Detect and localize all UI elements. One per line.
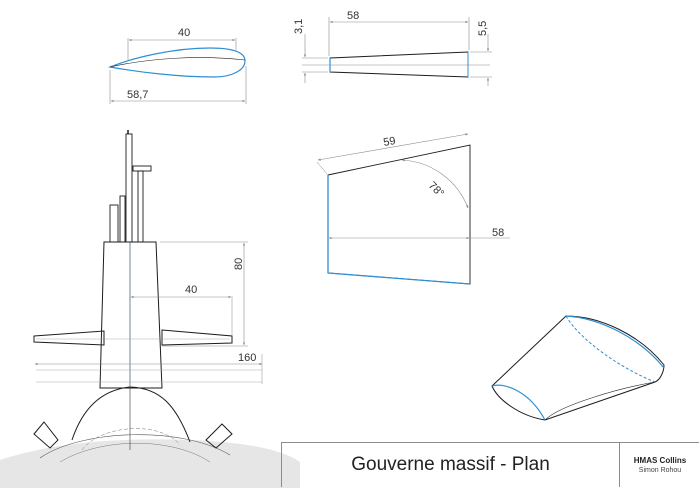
snorkel-mast bbox=[109, 204, 119, 243]
dimension-label-58-top: 58 bbox=[347, 10, 359, 22]
title-block: Gouverne massif - Plan HMAS Collins Simo… bbox=[281, 442, 699, 487]
antenna-mast bbox=[132, 165, 152, 172]
sail-body bbox=[99, 241, 163, 389]
iso-rudder-outline bbox=[491, 315, 665, 421]
project-name: HMAS Collins bbox=[633, 456, 687, 465]
planform-outline bbox=[327, 144, 471, 285]
tapered-plan-outline bbox=[329, 51, 469, 78]
dimension-line bbox=[317, 133, 469, 161]
dimension-label-59: 59 bbox=[382, 135, 396, 149]
dimension-label-58-planform: 58 bbox=[492, 227, 504, 239]
dimension-label-40-sail: 40 bbox=[185, 284, 197, 296]
hull-fin-right bbox=[205, 423, 233, 449]
sail-view: 80 40 160 bbox=[0, 130, 300, 488]
dimension-label-80: 80 bbox=[233, 258, 245, 270]
planform-view: 59 78° 58 bbox=[316, 133, 510, 285]
dimension-label-78: 78° bbox=[426, 180, 446, 200]
top-view: 58 3,1 5,5 bbox=[293, 10, 492, 86]
dimension-label-160: 160 bbox=[238, 352, 256, 364]
hull-fin-left bbox=[33, 421, 59, 449]
profile-view: 40 58,7 bbox=[107, 27, 247, 104]
isometric-view bbox=[491, 315, 665, 421]
periscope-mast bbox=[125, 133, 133, 243]
dimension-label-5-5: 5,5 bbox=[477, 21, 489, 36]
author-name: Simon Rohou bbox=[638, 467, 682, 474]
hull-hatching bbox=[0, 439, 300, 488]
sail-plane-right bbox=[161, 329, 233, 346]
hull-outline bbox=[71, 386, 191, 443]
dimension-label-3-1: 3,1 bbox=[293, 19, 305, 34]
sail-plane-left bbox=[33, 330, 105, 346]
dimension-label-40: 40 bbox=[178, 27, 190, 39]
angle-arc bbox=[401, 158, 469, 209]
airfoil-outline bbox=[107, 47, 246, 78]
drawing-title: Gouverne massif - Plan bbox=[282, 443, 620, 487]
title-block-info: HMAS Collins Simon Rohou bbox=[620, 443, 700, 487]
airfoil-camber-line bbox=[109, 57, 246, 68]
dimension-label-58-7: 58,7 bbox=[127, 89, 148, 101]
